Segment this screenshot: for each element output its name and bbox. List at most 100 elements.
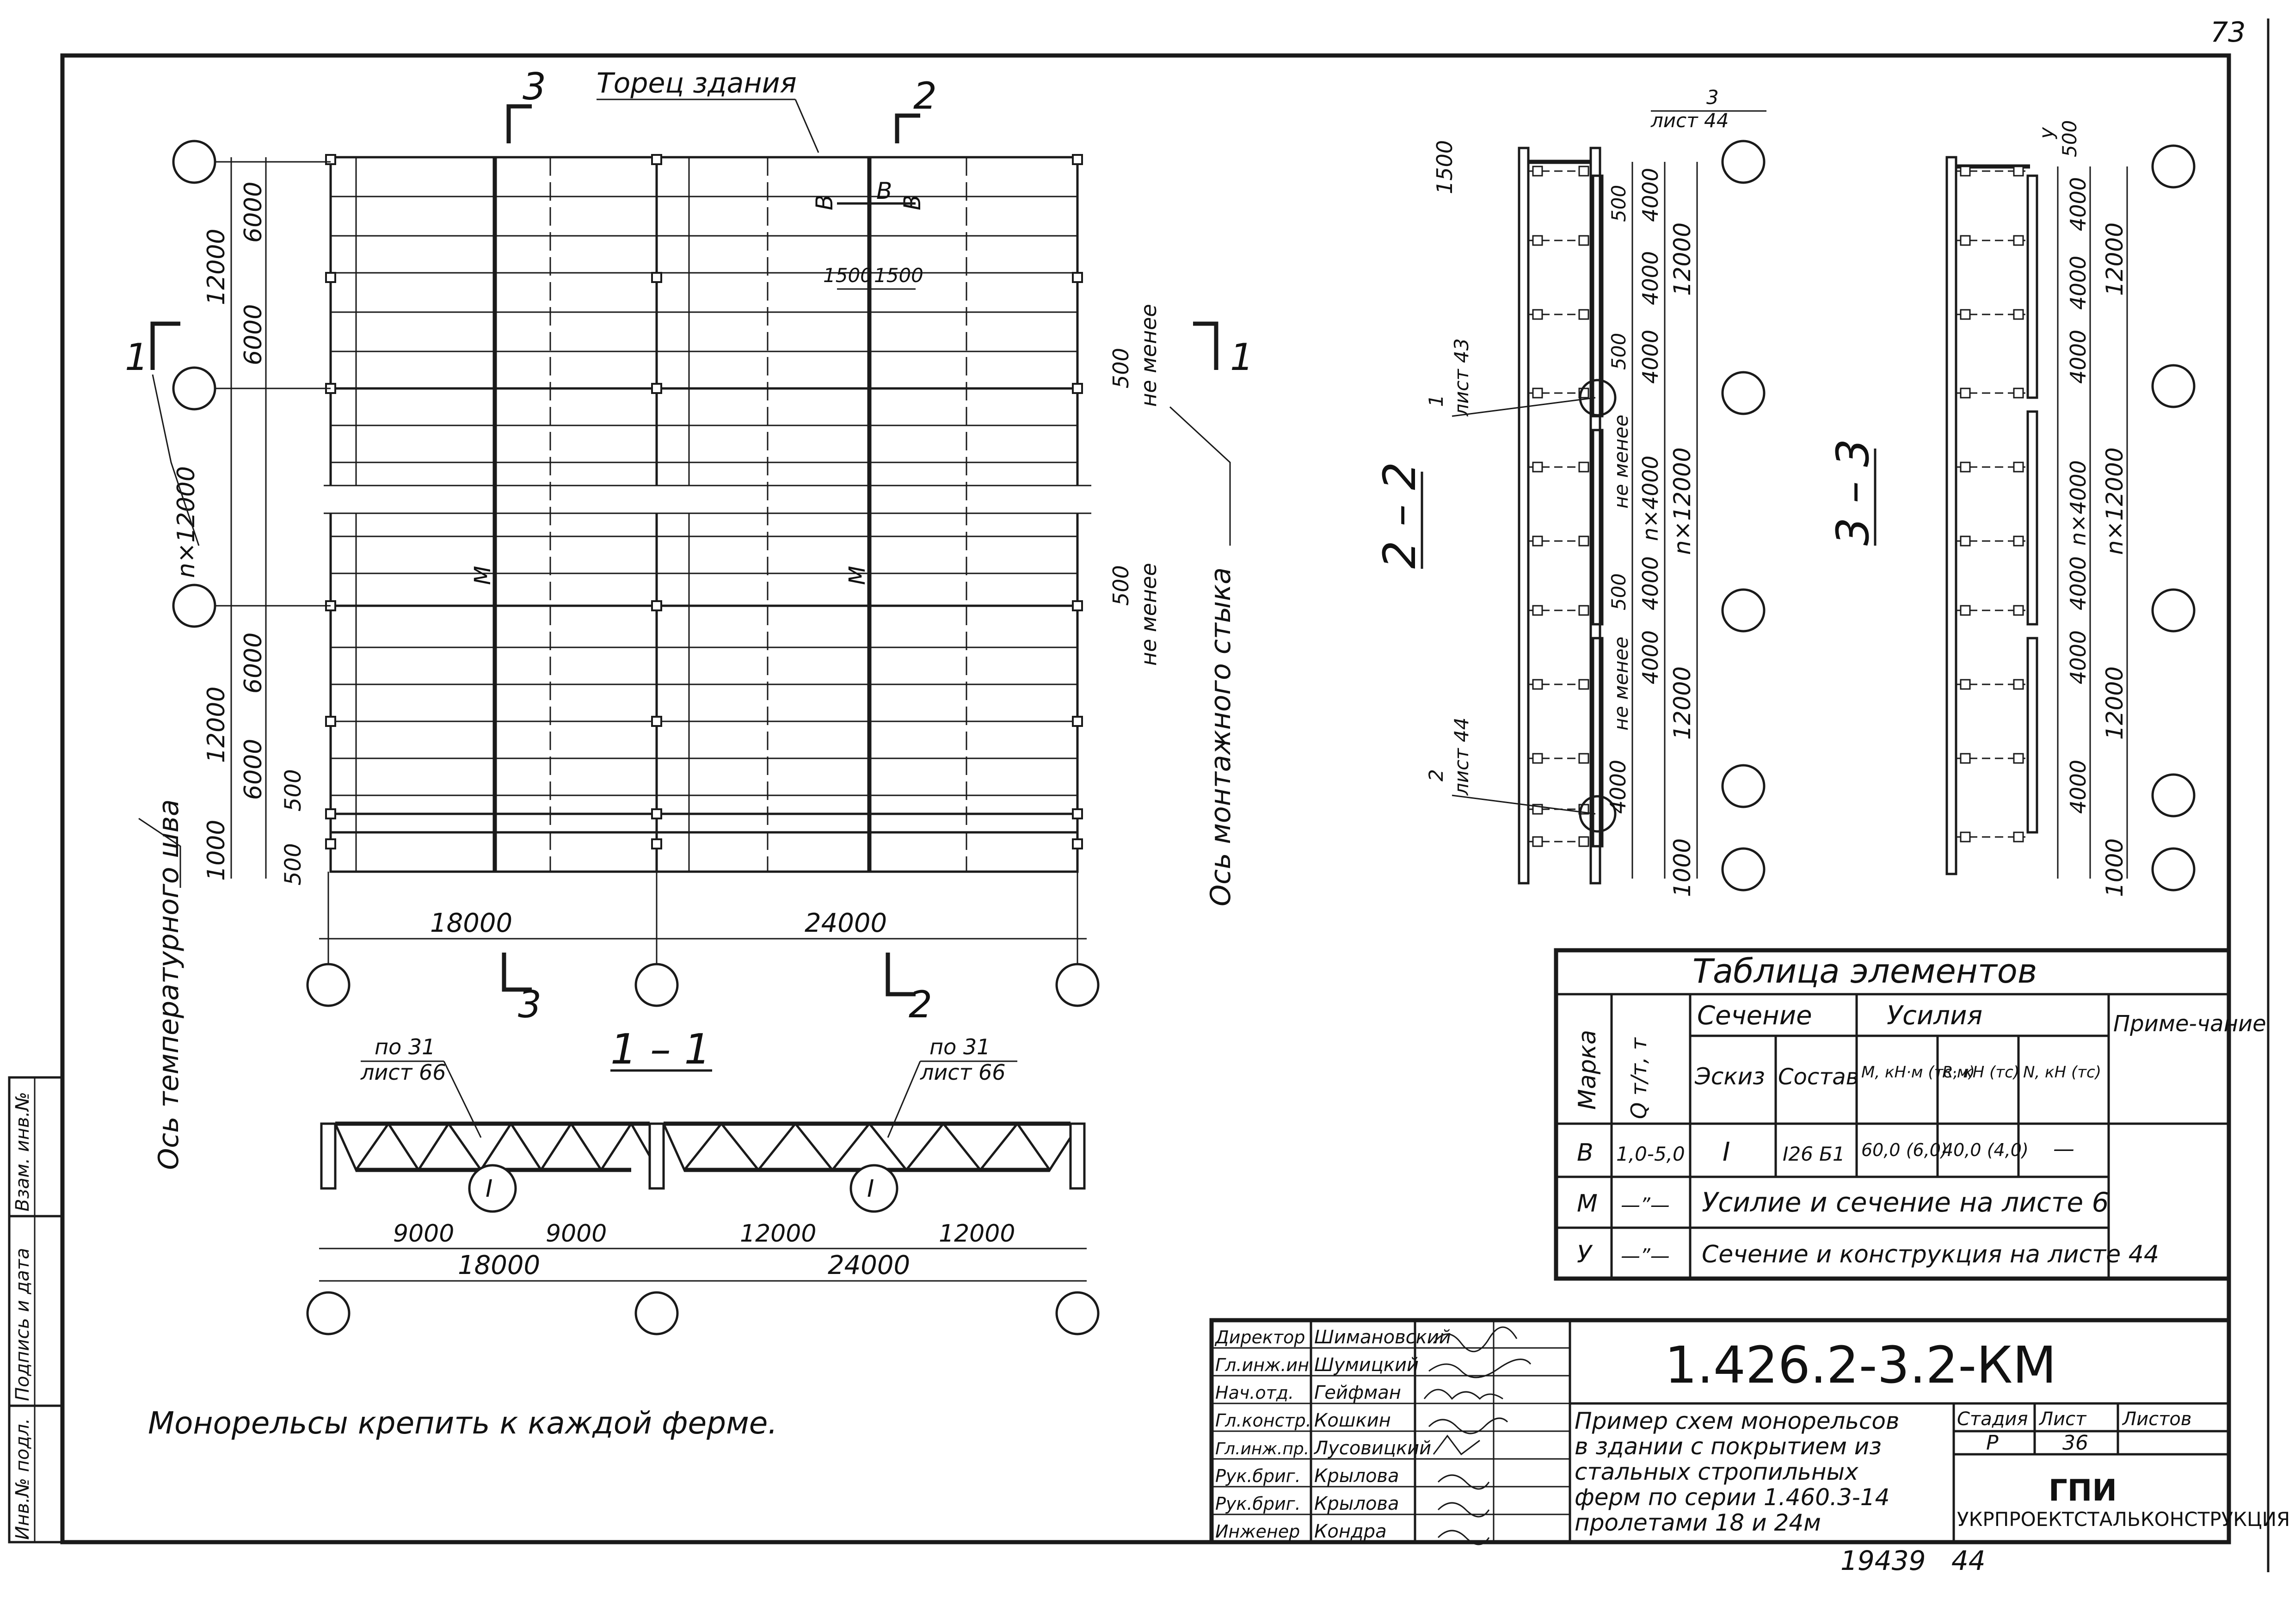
svg-text:1: 1 (1230, 336, 1254, 379)
end-wall-label: Торец здания (597, 67, 797, 99)
svg-text:N, кН (тс): N, кН (тс) (2023, 1063, 2101, 1082)
svg-text:6000: 6000 (240, 633, 267, 694)
svg-text:Q т/т, т: Q т/т, т (1626, 1037, 1651, 1119)
section-mark-3-bottom: 3 (502, 953, 541, 1026)
svg-text:12000: 12000 (203, 229, 230, 305)
svg-text:лист 43: лист 43 (1450, 338, 1473, 417)
svg-text:лист 44: лист 44 (1650, 109, 1729, 132)
side-stamp-replace: Взам. инв.№ (12, 1092, 33, 1212)
svg-text:18000: 18000 (458, 1250, 540, 1280)
svg-text:ГПИ: ГПИ (2049, 1474, 2117, 1508)
svg-text:Гл.инж.пр.: Гл.инж.пр. (1215, 1439, 1309, 1458)
svg-text:4000: 4000 (2066, 760, 2091, 814)
svg-text:1000: 1000 (2101, 838, 2128, 897)
svg-text:12000: 12000 (2101, 666, 2128, 740)
section-1-1-title: 1 – 1 (610, 1025, 711, 1074)
truss-node-circle (849, 1164, 898, 1213)
svg-text:n×12000: n×12000 (1669, 447, 1696, 555)
axis-circle (306, 963, 351, 1007)
svg-text:Усилие и сечение на листе 6: Усилие и сечение на листе 6 (1702, 1187, 2109, 1218)
svg-text:1500: 1500 (874, 264, 923, 287)
monorail-mark: М (470, 566, 496, 585)
svg-text:500: 500 (1108, 348, 1133, 388)
axis-circle (172, 366, 216, 411)
svg-text:Листов: Листов (2122, 1409, 2191, 1430)
svg-text:I: I (486, 1175, 492, 1203)
truss-node-circle (468, 1164, 517, 1213)
side-stamp-sign: Подпись и дата (12, 1248, 33, 1401)
svg-text:4000: 4000 (2066, 256, 2091, 310)
svg-text:Лусовицкий: Лусовицкий (1313, 1438, 1431, 1459)
svg-text:24000: 24000 (828, 1250, 910, 1280)
svg-text:R, кН (тс): R, кН (тс) (1942, 1063, 2019, 1082)
hangers (1528, 166, 1591, 847)
left-dimensions: 12000 6000 6000 n×12000 12000 6000 6000 … (172, 157, 306, 886)
section-3-3: 3 – 3 у 500 4000 4000 12000 (1827, 120, 2196, 897)
svg-text:n×12000: n×12000 (172, 466, 200, 578)
svg-text:Сечение и конструкция на листе: Сечение и конструкция на листе 44 (1702, 1241, 2159, 1268)
svg-text:4000: 4000 (2066, 330, 2091, 384)
svg-text:3: 3 (523, 65, 546, 108)
svg-text:9000: 9000 (393, 1220, 454, 1248)
svg-text:I: I (1723, 1137, 1730, 1167)
svg-text:Эскиз: Эскиз (1694, 1063, 1765, 1090)
assembly-joint-axis: Ось монтажного стыка (1205, 567, 1237, 906)
svg-text:500: 500 (280, 769, 306, 812)
svg-text:4000: 4000 (1638, 168, 1663, 222)
svg-text:В: В (876, 178, 892, 204)
svg-text:Лист: Лист (2038, 1409, 2087, 1430)
svg-text:не менее: не менее (1136, 563, 1161, 666)
svg-text:Крылова: Крылова (1314, 1493, 1399, 1514)
svg-text:I26 Б1: I26 Б1 (1783, 1143, 1845, 1165)
plan-span-24000: 24000 (805, 908, 887, 938)
svg-text:1000: 1000 (203, 820, 230, 881)
svg-text:Р: Р (1986, 1431, 1999, 1455)
svg-text:Гейфман: Гейфман (1314, 1382, 1401, 1403)
svg-text:В: В (1577, 1139, 1594, 1167)
svg-text:Инженер: Инженер (1215, 1521, 1300, 1542)
svg-text:12000: 12000 (2101, 222, 2128, 296)
side-stamp-inv: Инв.№ подл. (12, 1418, 33, 1540)
svg-text:4000: 4000 (1638, 556, 1663, 610)
svg-text:Шимановский: Шимановский (1314, 1327, 1451, 1348)
svg-text:9000: 9000 (546, 1220, 607, 1248)
side-stamp: Инв.№ подл. Подпись и дата Взам. инв.№ (8, 1076, 64, 1544)
section-mark-3-top: 3 (506, 65, 546, 143)
svg-text:Сечение: Сечение (1697, 1001, 1812, 1031)
svg-text:Нач.отд.: Нач.отд. (1215, 1383, 1294, 1403)
svg-text:Шумицкий: Шумицкий (1314, 1354, 1419, 1376)
svg-text:Гл.констр.: Гл.констр. (1215, 1410, 1311, 1431)
svg-text:УКРПРОЕКТСТАЛЬКОНСТРУКЦИЯ: УКРПРОЕКТСТАЛЬКОНСТРУКЦИЯ (1957, 1508, 2290, 1531)
svg-text:не менее: не менее (1610, 637, 1632, 731)
svg-text:Кондра: Кондра (1314, 1521, 1387, 1542)
svg-text:n×4000: n×4000 (1638, 455, 1663, 541)
section-3-3-title: 3 – 3 (1827, 439, 1879, 546)
svg-text:3: 3 (518, 983, 541, 1026)
svg-text:500: 500 (1607, 333, 1630, 370)
svg-text:лист 44: лист 44 (1450, 718, 1473, 796)
svg-text:4000: 4000 (1638, 330, 1663, 384)
svg-text:Стадия: Стадия (1957, 1409, 2028, 1430)
svg-text:60,0 (6,0): 60,0 (6,0) (1861, 1140, 1948, 1160)
not-less-notes: 500 не менее 500 не менее (1108, 304, 1161, 666)
svg-text:М, кН·м (тс·м): М, кН·м (тс·м) (1861, 1063, 1975, 1082)
svg-text:Директор: Директор (1214, 1327, 1305, 1347)
column-markers (325, 154, 1083, 849)
plan-view: М М Торец здания 3 2 (125, 65, 1254, 1170)
sheet-frame (60, 53, 2231, 1544)
svg-text:6000: 6000 (240, 304, 267, 365)
svg-text:12000: 12000 (740, 1220, 816, 1248)
svg-text:М: М (1577, 1190, 1598, 1218)
svg-text:У: У (1577, 1241, 1593, 1268)
svg-text:6000: 6000 (240, 739, 267, 800)
svg-text:стальных стропильных: стальных стропильных (1575, 1458, 1858, 1485)
svg-text:1500: 1500 (1432, 140, 1457, 194)
temp-joint-axis: Ось температурного шва (153, 799, 185, 1170)
title-block: Директор Шимановский Гл.инж.ин Шумицкий … (1209, 1318, 2290, 1545)
svg-text:В: В (811, 195, 838, 210)
svg-text:—”—: —”— (1621, 1244, 1670, 1267)
svg-text:n×4000: n×4000 (2066, 460, 2091, 546)
svg-text:лист 66: лист 66 (920, 1060, 1006, 1085)
svg-text:3: 3 (1706, 86, 1719, 109)
axis-circle (172, 140, 216, 184)
